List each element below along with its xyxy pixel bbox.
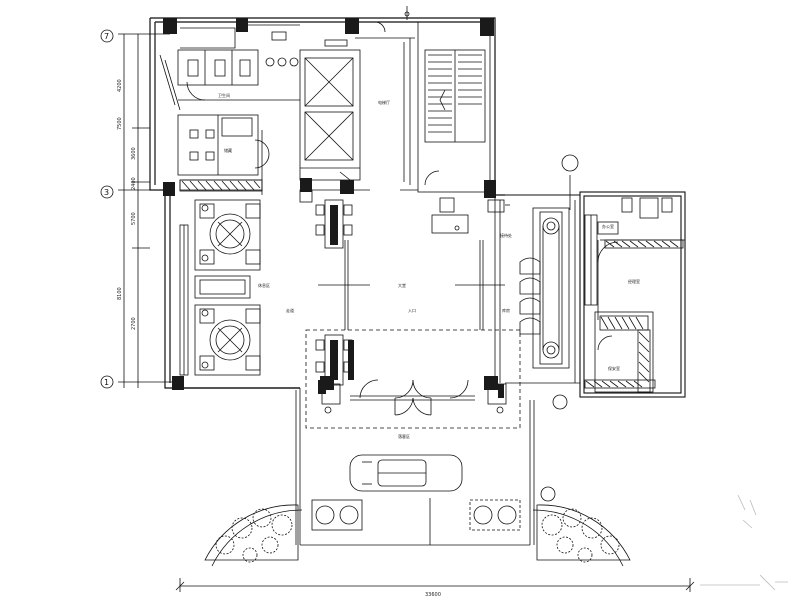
axis-bubble-3 — [100, 185, 114, 199]
lounge-seating-lower — [194, 304, 261, 376]
dim-left-5: 2400 — [131, 177, 137, 190]
dim-left-2: 7500 — [117, 117, 123, 130]
elevators — [299, 37, 415, 185]
room-label-reception: 接待处 — [500, 232, 512, 238]
axis-bubble-1 — [100, 375, 114, 389]
lobby-table-upper — [315, 199, 353, 249]
room-label-storage: 储藏 — [224, 147, 232, 153]
dim-left-1: 4200 — [117, 79, 123, 92]
waiting-area-right — [519, 154, 579, 369]
room-labels: 大堂 休息区 接待处 电梯厅 办公室 经理室 保安室 卫生间 储藏 落客区 入口… — [218, 92, 640, 439]
room-label-manager: 经理室 — [628, 278, 640, 284]
lounge-left-wall-detail — [179, 224, 189, 376]
room-label-elevator-hall: 电梯厅 — [378, 99, 390, 105]
room-label-drop-off: 落客区 — [398, 433, 410, 439]
top-entry-details — [180, 6, 418, 191]
room-label-office: 办公室 — [602, 223, 614, 229]
axis-label-1: 1 — [104, 378, 109, 387]
dimension-labels: 4200 7500 3600 5700 2400 8100 2700 33600 — [117, 79, 441, 598]
annex-office — [584, 197, 685, 320]
dim-left-3: 3600 — [131, 147, 137, 160]
axis-labels: 7 3 1 — [104, 32, 109, 387]
axis-bubble-7 — [100, 29, 114, 43]
axis-label-7: 7 — [104, 32, 109, 41]
service-counter — [179, 179, 263, 192]
toilet-block — [159, 49, 300, 195]
exterior-walls — [149, 17, 505, 389]
room-label-entrance: 入口 — [408, 308, 416, 313]
lobby-partitions — [318, 240, 505, 330]
room-label-corridor: 走道 — [286, 307, 294, 313]
axis-label-3: 3 — [104, 188, 109, 197]
stair-core — [417, 21, 491, 193]
reception-desk — [431, 197, 469, 234]
lounge-seating-upper — [194, 199, 261, 299]
planter-left — [204, 504, 303, 567]
car-symbol — [349, 454, 463, 492]
left-dimension-chain — [118, 33, 175, 388]
dim-bottom-overall: 33600 — [425, 592, 441, 598]
dim-left-4: 5700 — [131, 212, 137, 225]
right-annex — [500, 191, 686, 398]
corner-mark — [700, 494, 788, 591]
bottom-dimension-line — [175, 578, 695, 592]
room-label-lounge: 休息区 — [258, 282, 270, 288]
annex-security-room — [584, 311, 656, 393]
lobby-right-structure — [494, 195, 580, 384]
room-label-toilet: 卫生间 — [218, 92, 230, 98]
dim-left-7: 2700 — [131, 317, 137, 330]
room-label-security: 保安室 — [608, 365, 620, 371]
dim-left-6: 8100 — [117, 287, 123, 300]
entrance-canopy — [305, 329, 521, 429]
room-label-store: 库房 — [502, 307, 510, 313]
room-label-lobby: 大堂 — [398, 282, 406, 288]
entrance-doors — [321, 379, 568, 416]
planter-right — [532, 504, 631, 567]
drop-off-area — [295, 388, 556, 546]
structural-columns — [163, 18, 504, 398]
